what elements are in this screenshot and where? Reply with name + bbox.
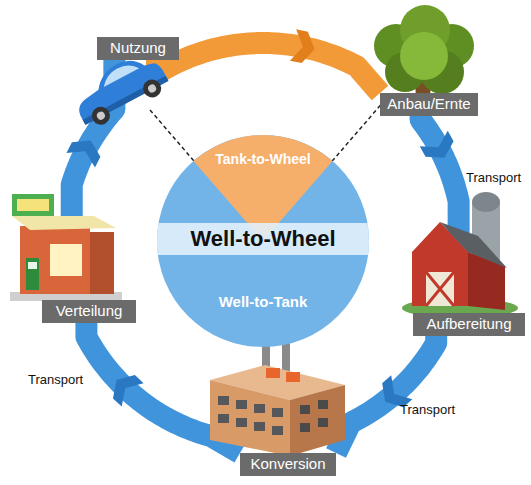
window bbox=[300, 423, 310, 432]
chevron-head bbox=[106, 368, 144, 406]
window bbox=[318, 400, 328, 409]
edge-label: Transport bbox=[466, 170, 521, 185]
window bbox=[272, 426, 283, 435]
fuel-pump bbox=[26, 258, 39, 290]
barn-door-cross bbox=[426, 272, 454, 306]
circle-text: Well-to-Tank bbox=[165, 293, 361, 310]
station-side bbox=[90, 232, 114, 294]
tree-icon bbox=[374, 5, 474, 112]
pump-display bbox=[28, 262, 37, 269]
tree-crown bbox=[400, 32, 448, 80]
roof-vent bbox=[286, 372, 300, 382]
stage-label-box: Verteilung bbox=[42, 300, 136, 323]
station-sign bbox=[12, 194, 54, 216]
car-hub bbox=[147, 83, 158, 94]
roof-vent bbox=[266, 368, 280, 378]
factory-front bbox=[210, 380, 290, 456]
window bbox=[218, 396, 229, 405]
stage-label-box: Konversion bbox=[240, 453, 336, 476]
stage-label-text: Nutzung bbox=[110, 40, 166, 57]
station-sign-panel bbox=[17, 199, 49, 211]
edge-label: Transport bbox=[28, 372, 83, 387]
window bbox=[254, 422, 265, 431]
car-window bbox=[99, 59, 139, 87]
stage-label-box: Nutzung bbox=[97, 37, 179, 60]
circle-fill bbox=[157, 135, 369, 347]
factory-side bbox=[290, 385, 345, 456]
station-front bbox=[20, 226, 90, 294]
silo-dome bbox=[472, 192, 500, 212]
window bbox=[300, 405, 310, 414]
stage-label-text: Verteilung bbox=[56, 303, 123, 320]
window bbox=[236, 418, 247, 427]
cycle-arrow bbox=[157, 29, 380, 93]
window bbox=[218, 414, 229, 423]
stage-label-text: Anbau/Ernte bbox=[387, 96, 470, 113]
stage-label-text: Aufbereitung bbox=[426, 316, 511, 333]
window bbox=[236, 400, 247, 409]
gas-station-icon bbox=[10, 194, 122, 301]
stage-label-box: Aufbereitung bbox=[413, 313, 525, 336]
ring-band bbox=[336, 336, 436, 453]
window bbox=[318, 418, 328, 427]
ring-band bbox=[421, 116, 459, 313]
stage-label-text: Konversion bbox=[250, 456, 325, 473]
stage-label-box: Anbau/Ernte bbox=[380, 93, 478, 116]
chevron-head bbox=[290, 29, 318, 65]
window bbox=[254, 404, 265, 413]
car-wheel bbox=[89, 104, 113, 128]
factory-icon bbox=[210, 330, 345, 456]
ring-band bbox=[157, 43, 380, 93]
center-circle: Tank-to-WheelWell-to-WheelWell-to-Tank bbox=[157, 135, 369, 347]
cycle-arrow bbox=[336, 336, 436, 453]
window bbox=[272, 408, 283, 417]
chevron-head bbox=[66, 133, 105, 167]
barn-door bbox=[426, 272, 454, 306]
station-window bbox=[50, 244, 82, 276]
title-band bbox=[157, 223, 369, 255]
chevron-head bbox=[420, 131, 459, 166]
car-wheel bbox=[140, 76, 164, 100]
circle-text: Tank-to-Wheel bbox=[165, 151, 361, 167]
car-hub bbox=[96, 110, 107, 121]
barn-icon bbox=[402, 192, 518, 318]
edge-label: Transport bbox=[400, 402, 455, 417]
station-roof bbox=[12, 216, 116, 230]
circle-text: Well-to-Wheel bbox=[165, 226, 361, 251]
barn-roof bbox=[440, 222, 507, 268]
